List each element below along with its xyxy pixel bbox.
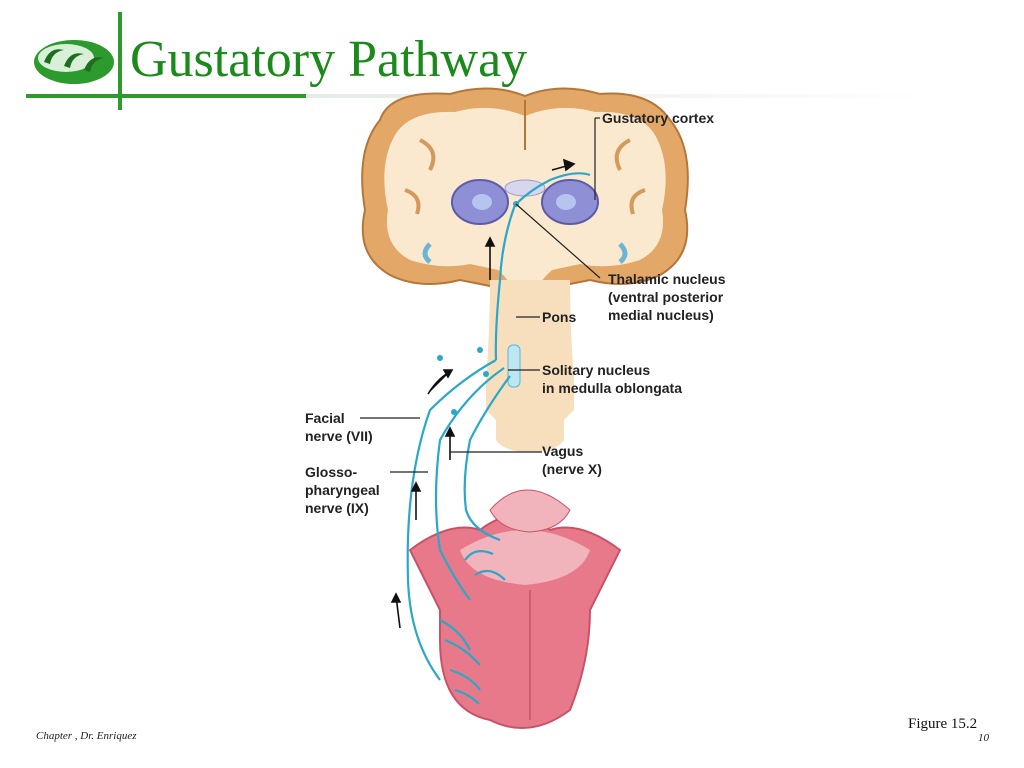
label-pons: Pons xyxy=(542,309,576,325)
label-vagus-2: (nerve X) xyxy=(542,461,602,477)
label-facial-nerve-2: nerve (VII) xyxy=(305,428,373,444)
page-number: 10 xyxy=(978,732,989,744)
label-gustatory-cortex: Gustatory cortex xyxy=(602,110,714,126)
label-glossopharyngeal: Glosso- xyxy=(305,464,357,480)
label-glossopharyngeal-2: pharyngeal xyxy=(305,482,380,498)
label-solitary-nucleus: Solitary nucleus xyxy=(542,362,650,378)
title-rule-vertical xyxy=(118,12,122,110)
slide-title: Gustatory Pathway xyxy=(130,31,528,88)
label-facial-nerve: Facial xyxy=(305,410,345,426)
ecc-logo-icon xyxy=(34,40,114,84)
label-thalamic-nucleus: Thalamic nucleus xyxy=(608,271,726,287)
label-solitary-nucleus-2: in medulla oblongata xyxy=(542,380,682,396)
label-vagus: Vagus xyxy=(542,443,583,459)
gustatory-pathway-diagram: Gustatory cortex Thalamic nucleus (ventr… xyxy=(305,87,726,729)
brainstem xyxy=(486,280,574,452)
label-thalamic-nucleus-2: (ventral posterior xyxy=(608,289,724,305)
title-rule-horizontal xyxy=(26,94,306,98)
solitary-nucleus xyxy=(507,344,521,388)
figure-reference: Figure 15.2 xyxy=(908,716,978,732)
footer-text: Chapter , Dr. Enriquez xyxy=(36,730,137,742)
label-thalamic-nucleus-3: medial nucleus) xyxy=(608,307,714,323)
label-glossopharyngeal-3: nerve (IX) xyxy=(305,500,369,516)
